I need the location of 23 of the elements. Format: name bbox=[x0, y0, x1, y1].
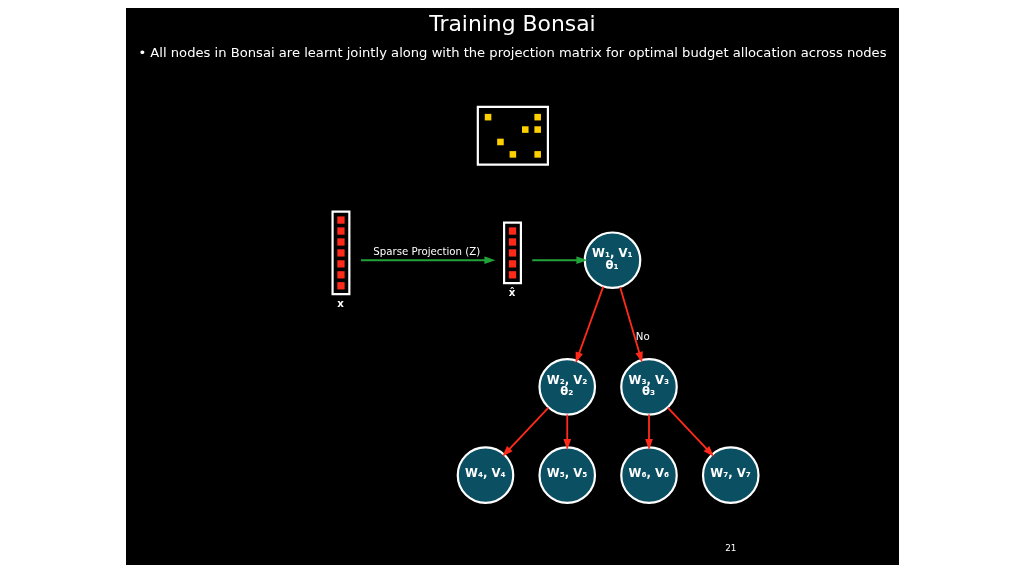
node-circle: W₅, V₅ bbox=[537, 446, 596, 505]
arrow bbox=[666, 406, 714, 457]
node-circle: W₃, V₃ θ₃ bbox=[619, 358, 678, 416]
arrow bbox=[501, 406, 549, 457]
node-box bbox=[476, 105, 549, 166]
arrow bbox=[530, 256, 587, 265]
arrow bbox=[359, 256, 495, 265]
node-circle: W₂, V₂ θ₂ bbox=[537, 358, 596, 416]
node-label: x̂ bbox=[508, 287, 515, 299]
edge-label: Sparse Projection (Z) bbox=[372, 246, 480, 258]
node-bar bbox=[330, 210, 350, 296]
arrow bbox=[618, 286, 643, 363]
edge-label: No bbox=[635, 331, 650, 343]
node-label: x bbox=[336, 298, 344, 310]
node-bar bbox=[502, 221, 522, 285]
node-circle: W₁, V₁ θ₁ bbox=[583, 231, 641, 290]
arrow bbox=[562, 413, 571, 450]
arrow bbox=[644, 413, 653, 450]
diagram-title: Training Bonsai bbox=[428, 11, 596, 37]
label: • All nodes in Bonsai are learnt jointly along with the projection matrix for optimal budget allocation across nodes bbox=[137, 45, 887, 61]
arrow bbox=[575, 285, 604, 364]
label: 21 bbox=[724, 543, 736, 554]
node-circle: W₆, V₆ bbox=[619, 446, 678, 505]
